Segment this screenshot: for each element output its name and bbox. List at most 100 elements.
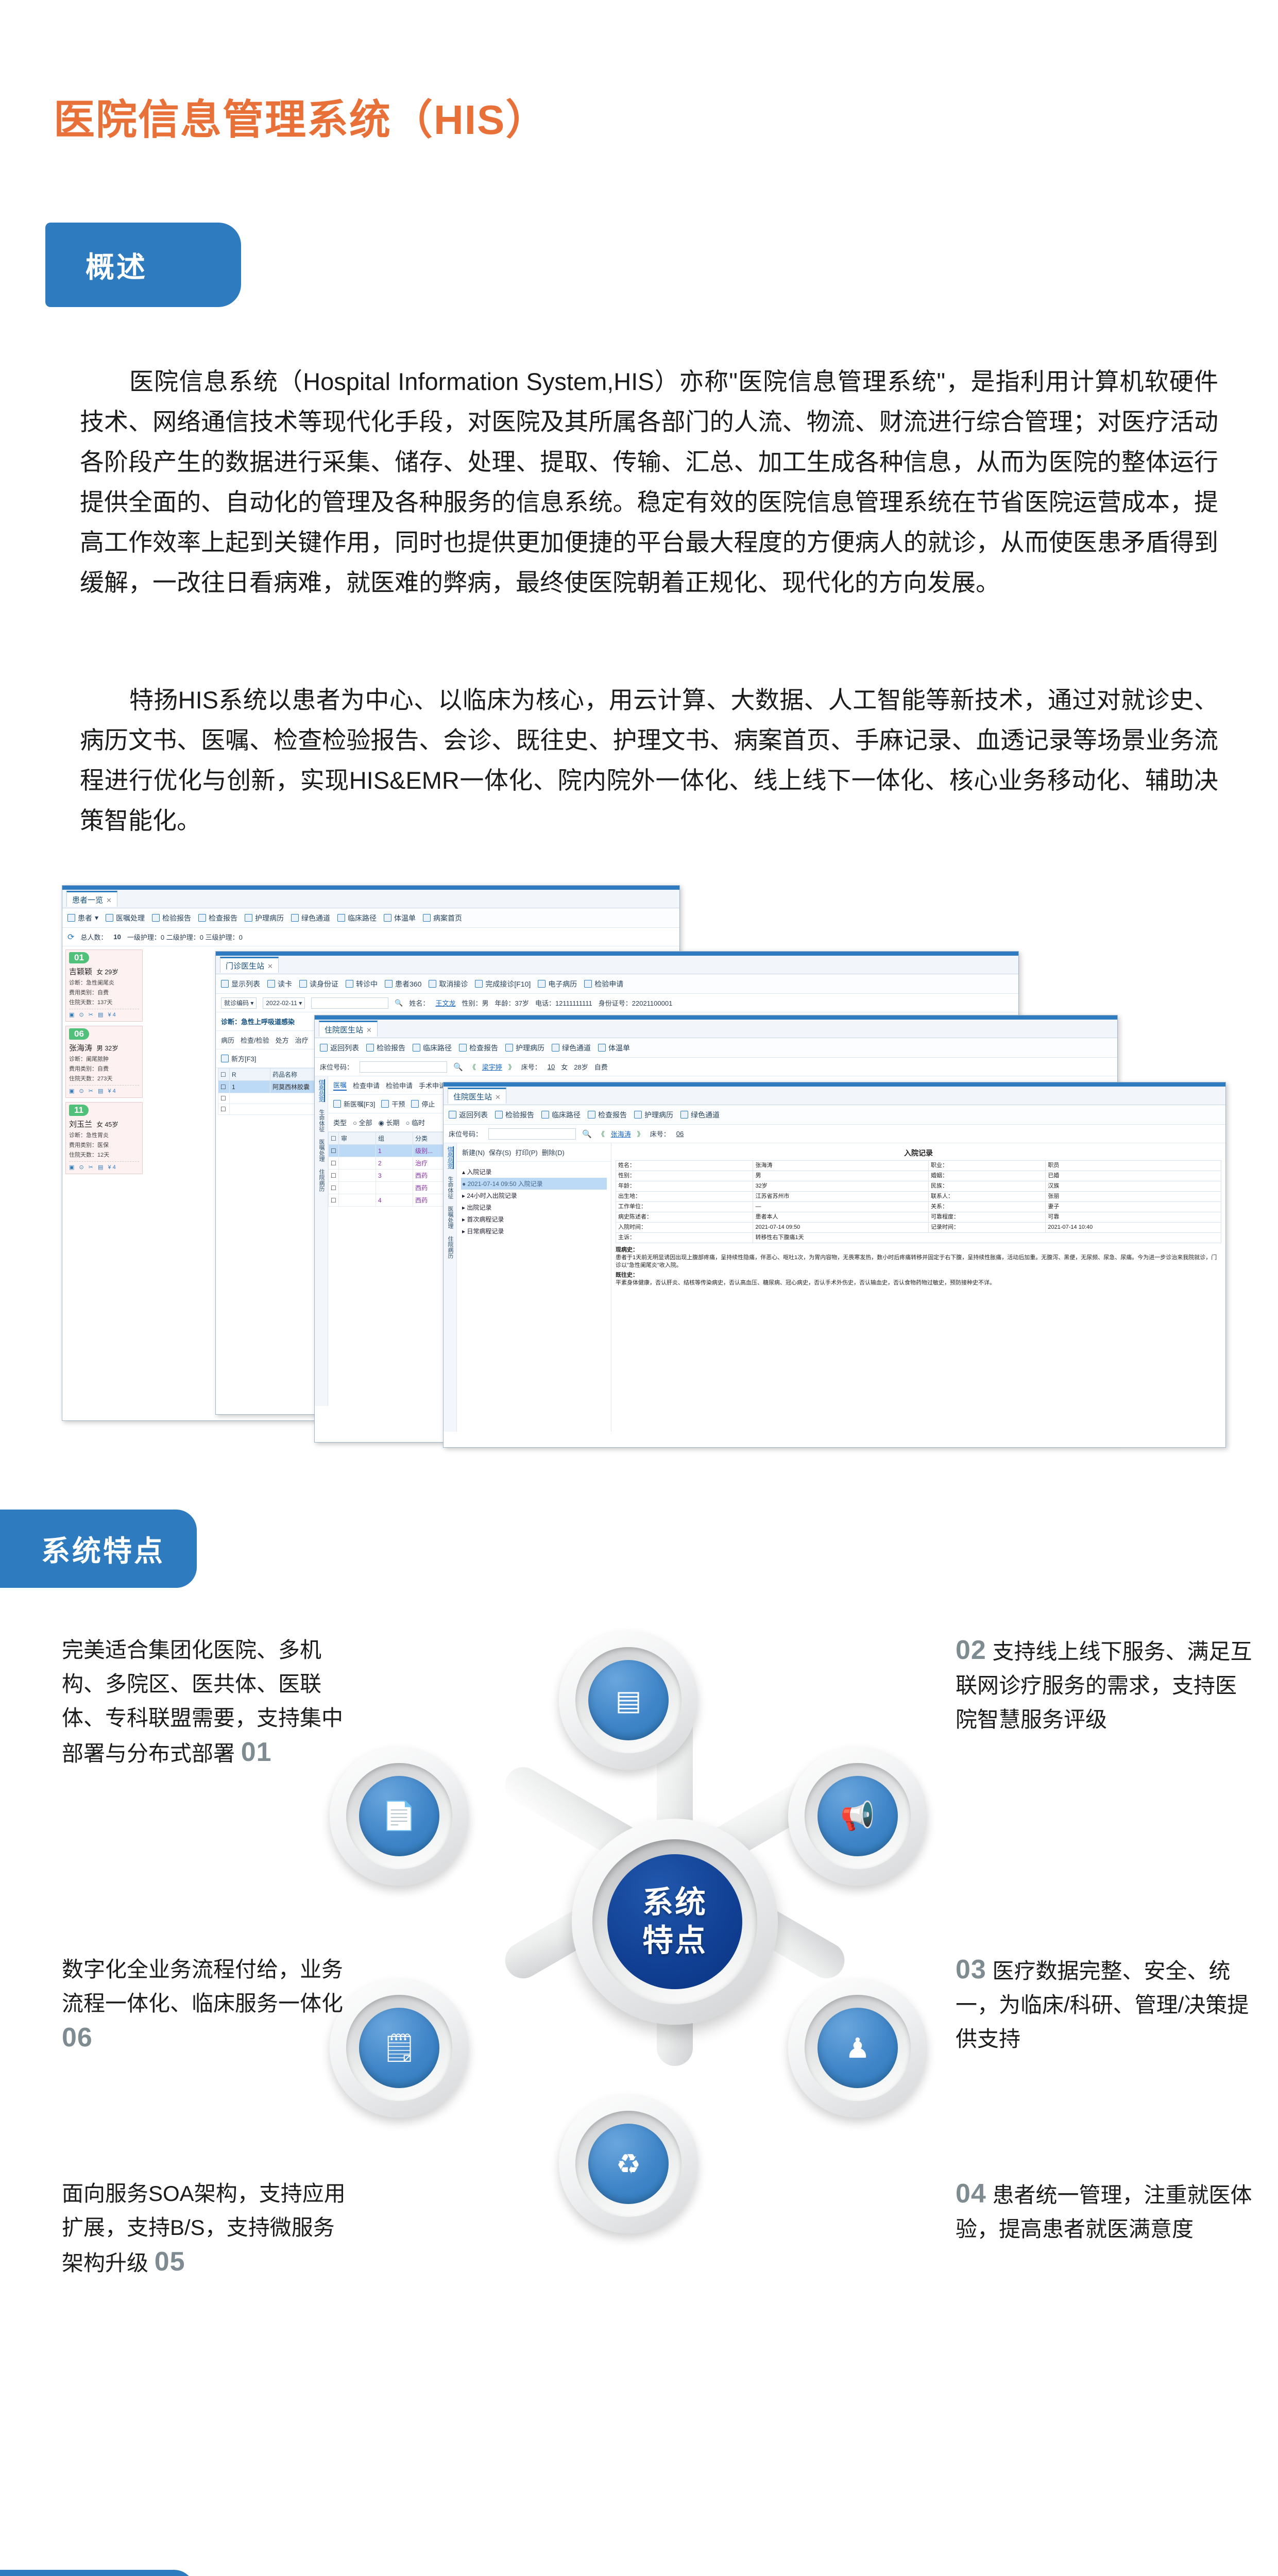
toolbar-item[interactable]: 临床路径	[413, 1043, 452, 1053]
search-icon[interactable]: 🔍	[453, 1062, 463, 1072]
row-checkbox[interactable]: ☐	[328, 1144, 339, 1157]
intervene-button[interactable]: 干预	[381, 1099, 405, 1109]
toolbar-patient-list[interactable]: 患者▾ 医嘱处理 检验报告 检查报告 护理病历 绿色通道 临床路径 体温单 病案…	[62, 908, 679, 928]
tab-inpatient-emr[interactable]: 住院医生站✕	[448, 1088, 506, 1104]
search-icon[interactable]: 🔍	[582, 1129, 592, 1139]
subtab[interactable]: 检查/检验	[241, 1037, 269, 1044]
side-tab[interactable]: 信息总览	[318, 1079, 325, 1102]
patient-name-link[interactable]: 张海涛	[610, 1130, 631, 1138]
stop-button[interactable]: 停止	[411, 1099, 435, 1109]
new-prescription-button[interactable]: 新方[F3]	[221, 1054, 256, 1063]
feature-node-06[interactable]: 📄	[330, 1747, 469, 1886]
toolbar-item[interactable]: 检验报告	[152, 913, 191, 923]
row-checkbox[interactable]: ☐	[328, 1194, 339, 1207]
toolbar-item[interactable]: 检验申请	[584, 979, 623, 989]
emr-document-pane[interactable]: 入院记录 姓名：张海涛职业：职员 性别：男婚姻：已婚 年龄：32岁民族：汉族 出…	[611, 1143, 1225, 1432]
form-bed-search-2[interactable]: 床位号码： 🔍 《 张海涛 》 床号： 06	[444, 1125, 1225, 1143]
toolbar-item[interactable]: 临床路径	[541, 1110, 581, 1120]
patient-card-actions[interactable]: ▣ ⊙ ✂ ▤ ¥4	[69, 1085, 139, 1094]
subtab-active[interactable]: 医嘱	[333, 1080, 347, 1091]
toolbar-item[interactable]: 病案首页	[423, 913, 462, 923]
search-input[interactable]	[311, 997, 389, 1009]
row-checkbox[interactable]: ☐	[218, 1080, 230, 1093]
toolbar-item[interactable]: 检查报告	[198, 913, 237, 923]
new-order-button[interactable]: 新医嘱[F3]	[333, 1099, 375, 1109]
tree-node[interactable]: ▸ 日常病程记录	[462, 1228, 504, 1235]
toolbar-item[interactable]: 护理病历	[634, 1110, 673, 1120]
toolbar-item[interactable]: 检查报告	[588, 1110, 627, 1120]
search-type-select[interactable]: 就诊编码 ▾	[221, 997, 257, 1009]
radio-all[interactable]: ○ 全部	[353, 1119, 372, 1127]
row-checkbox[interactable]: ☐	[218, 1104, 230, 1115]
close-icon[interactable]: ✕	[495, 1093, 501, 1101]
save-button[interactable]: 保存(S)	[489, 1149, 512, 1157]
toolbar-item[interactable]: 检验报告	[495, 1110, 534, 1120]
toolbar-outpatient[interactable]: 显示列表 读卡 读身份证 转诊中 患者360 取消接诊 完成接诊[F10] 电子…	[216, 974, 1018, 994]
side-tab[interactable]: 生命体征	[447, 1176, 453, 1199]
patient-card[interactable]: 01 吉颖颖 女 29岁 诊断：急性阑尾炎 费用类别：自费 住院天数：137天 …	[65, 950, 143, 1022]
patient-card-list[interactable]: 01 吉颖颖 女 29岁 诊断：急性阑尾炎 费用类别：自费 住院天数：137天 …	[62, 946, 679, 1177]
side-tab[interactable]: 生命体征	[318, 1109, 325, 1132]
toolbar-item[interactable]: 绿色通道	[291, 913, 330, 923]
bed-number-input[interactable]	[488, 1128, 576, 1140]
emr-record-tree[interactable]: ▴ 入院记录 ● 2021-07-14 09:50 入院记录 ▸ 24小时入出院…	[457, 1162, 611, 1241]
tree-node[interactable]: ▸ 24小时入出院记录	[462, 1192, 517, 1199]
toolbar-item[interactable]: 体温单	[598, 1043, 630, 1053]
refresh-icon[interactable]: ⟳	[67, 933, 75, 942]
patient-name-link[interactable]: 王文龙	[435, 999, 456, 1007]
feature-node-03[interactable]: ♟	[788, 1978, 927, 2117]
form-outpatient-search[interactable]: 就诊编码 ▾ 2022-02-11 ▾ 🔍 姓名： 王文龙 性别：男 年龄：37…	[216, 994, 1018, 1012]
toolbar-inpatient[interactable]: 返回列表 检验报告 临床路径 检查报告 护理病历 绿色通道 体温单	[315, 1038, 1117, 1058]
window-tabrow[interactable]: 患者一览✕	[62, 890, 679, 908]
tree-node-selected[interactable]: ● 2021-07-14 09:50 入院记录	[461, 1178, 607, 1190]
patient-card-actions[interactable]: ▣ ⊙ ✂ ▤ ¥4	[69, 1161, 139, 1171]
subtab[interactable]: 病历	[221, 1037, 235, 1044]
patient-card-actions[interactable]: ▣ ⊙ ✂ ▤ ¥4	[69, 1009, 139, 1018]
close-icon[interactable]: ✕	[106, 896, 112, 904]
checkbox-header[interactable]: ☐	[328, 1132, 339, 1145]
print-button[interactable]: 打印(P)	[515, 1149, 538, 1157]
toolbar-item[interactable]: 患者▾	[67, 913, 98, 923]
patient-card[interactable]: 11 刘玉兰 女 45岁 诊断：急性胃炎 费用类别：医保 住院天数：12天 ▣ …	[65, 1102, 143, 1174]
toolbar-item[interactable]: 转诊中	[346, 979, 378, 989]
emr-side-tabs[interactable]: 信息总览 生命体征 医嘱处理 住院病历	[444, 1143, 457, 1432]
row-checkbox[interactable]: ☐	[328, 1169, 339, 1182]
feature-node-01[interactable]: ▤	[559, 1631, 698, 1770]
feature-node-04[interactable]: ♻	[559, 2094, 698, 2233]
toolbar-item[interactable]: 返回列表	[449, 1110, 488, 1120]
toolbar-item[interactable]: 返回列表	[320, 1043, 359, 1053]
subtab[interactable]: 手术申请	[419, 1082, 446, 1090]
checkbox-header[interactable]: ☐	[218, 1068, 230, 1081]
search-icon[interactable]: 🔍	[395, 998, 403, 1007]
form-bed-search[interactable]: 床位号码： 🔍 《 梁宇婷 》 床号： 10 女 28岁 自费	[315, 1058, 1117, 1076]
row-checkbox[interactable]: ☐	[328, 1181, 339, 1194]
toolbar-item[interactable]: 医嘱处理	[106, 913, 145, 923]
side-tab[interactable]: 医嘱处理	[318, 1139, 325, 1162]
toolbar-item[interactable]: 体温单	[384, 913, 416, 923]
emr-editor-toolbar[interactable]: 新建(N) 保存(S) 打印(P) 删除(D)	[457, 1143, 611, 1162]
toolbar-item[interactable]: 临床路径	[337, 913, 377, 923]
toolbar-item[interactable]: 检验报告	[366, 1043, 405, 1053]
window-tabrow[interactable]: 住院医生站✕	[444, 1087, 1225, 1105]
feature-node-02[interactable]: 📢	[788, 1747, 927, 1886]
toolbar-item[interactable]: 护理病历	[505, 1043, 544, 1053]
toolbar-inpatient-emr[interactable]: 返回列表 检验报告 临床路径 检查报告 护理病历 绿色通道	[444, 1105, 1225, 1125]
row-checkbox[interactable]: ☐	[218, 1093, 230, 1104]
toolbar-item[interactable]: 读身份证	[299, 979, 338, 989]
toolbar-item[interactable]: 绿色通道	[680, 1110, 720, 1120]
toolbar-item[interactable]: 读卡	[267, 979, 292, 989]
toolbar-item[interactable]: 完成接诊[F10]	[475, 979, 531, 989]
side-tab[interactable]: 信息总览	[447, 1146, 454, 1169]
radio-longterm[interactable]: ◉ 长期	[378, 1119, 400, 1127]
toolbar-item[interactable]: 电子病历	[538, 979, 577, 989]
visit-date-input[interactable]: 2022-02-11 ▾	[263, 997, 305, 1009]
side-tab[interactable]: 住院病历	[318, 1169, 325, 1192]
subtab[interactable]: 治疗	[295, 1037, 309, 1044]
toolbar-item[interactable]: 取消接诊	[429, 979, 468, 989]
tab-patient-list[interactable]: 患者一览✕	[66, 891, 117, 907]
toolbar-item[interactable]: 检查报告	[459, 1043, 498, 1053]
patient-name-link[interactable]: 梁宇婷	[482, 1063, 502, 1071]
feature-node-05[interactable]: 🗒	[330, 1978, 469, 2117]
toolbar-item[interactable]: 显示列表	[221, 979, 260, 989]
toolbar-item[interactable]: 绿色通道	[552, 1043, 591, 1053]
